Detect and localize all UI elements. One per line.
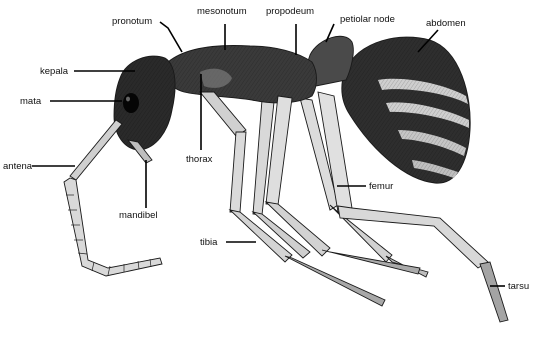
hind-leg-tarsus	[480, 262, 508, 322]
abdomen-hair	[342, 37, 470, 183]
label-mata: mata	[20, 96, 42, 107]
label-pronotum: pronotum	[112, 16, 152, 27]
label-femur: femur	[369, 181, 393, 192]
mid-leg-tarsus	[322, 250, 420, 274]
label-kepala: kepala	[40, 66, 69, 77]
ant-illustration	[64, 36, 508, 322]
label-petiolar-node: petiolar node	[340, 14, 395, 25]
leader-pronotum	[160, 22, 182, 52]
eye-highlight	[126, 97, 130, 102]
label-abdomen: abdomen	[426, 18, 466, 29]
abdomen-body	[342, 37, 470, 183]
eye-shape	[123, 93, 139, 113]
label-propodeum: propodeum	[266, 6, 314, 17]
antenna-scape	[70, 120, 122, 180]
label-thorax: thorax	[186, 154, 213, 165]
label-mandibel: mandibel	[119, 210, 158, 221]
front-leg-tibia	[230, 132, 246, 212]
thorax-hair	[165, 46, 316, 103]
label-tibia: tibia	[200, 237, 218, 248]
front-leg-tarsus	[285, 256, 385, 306]
label-antena: antena	[3, 161, 33, 172]
antenna-funiculus	[64, 178, 162, 276]
label-mesonotum: mesonotum	[197, 6, 247, 17]
label-tarsus: tarsu	[508, 281, 529, 292]
